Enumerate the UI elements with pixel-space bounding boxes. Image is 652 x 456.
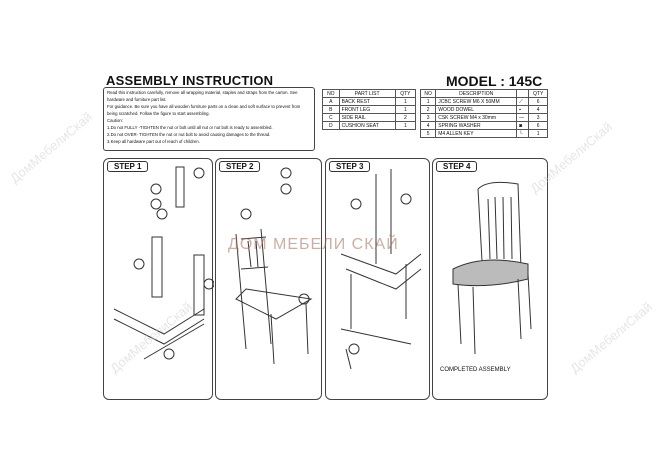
step-4-panel: STEP 4 — [432, 158, 548, 400]
col-header: DESCRIPTION — [435, 89, 518, 98]
step-2-drawing — [235, 167, 313, 365]
instruction-line: 2.Do not OVER- TIGHTEN the nut or nut bo… — [107, 132, 271, 137]
step-label: STEP 2 — [219, 161, 261, 172]
screw-icon: ⟋ — [516, 97, 530, 106]
step-2-panel: STEP 2 — [215, 158, 322, 400]
csk-screw-icon: — — [516, 113, 530, 122]
col-header: NO — [322, 89, 340, 98]
instruction-line: Caution: — [107, 118, 124, 123]
completed-assembly-caption: COMPLETED ASSEMBLY — [440, 367, 511, 373]
col-header-icon — [516, 89, 530, 98]
step-label: STEP 3 — [329, 161, 371, 172]
step-1-panel: STEP 1 — [103, 158, 214, 400]
col-header: PART LIST — [338, 89, 396, 98]
step-label: STEP 1 — [107, 161, 149, 172]
allen-key-icon: └ — [516, 129, 530, 138]
step-4-drawing — [452, 181, 532, 355]
watermark: ДомМебелиСкай — [567, 298, 652, 377]
col-header: NO — [419, 89, 437, 98]
step-1-drawing — [113, 166, 214, 360]
washer-icon: ◙ — [516, 121, 530, 130]
instruction-line: 1.Do not FULLY -TIGHTEN the nut or bolt … — [107, 125, 273, 130]
instruction-line: Read this instruction carefully, remove … — [107, 90, 298, 102]
step-3-panel: STEP 3 — [325, 158, 430, 400]
instructions-box: Read this instruction carefully, remove … — [103, 87, 315, 151]
watermark: ДомМебелиСкай — [7, 108, 95, 187]
instruction-line: 3.Keep all hardware part out of reach of… — [107, 139, 200, 144]
document-title: ASSEMBLY INSTRUCTION — [106, 73, 274, 88]
dowel-icon: ▪ — [516, 105, 530, 114]
instruction-line: For guidance. Be sure you have all woode… — [107, 104, 301, 116]
step-3-drawing — [340, 169, 422, 370]
model-number: MODEL : 145C — [444, 73, 545, 90]
step-label: STEP 4 — [436, 161, 478, 172]
col-header: QTY — [394, 89, 417, 98]
watermark-center: ДОМ МЕБЕЛИ СКАЙ — [228, 236, 399, 253]
col-header: QTY — [528, 89, 548, 98]
